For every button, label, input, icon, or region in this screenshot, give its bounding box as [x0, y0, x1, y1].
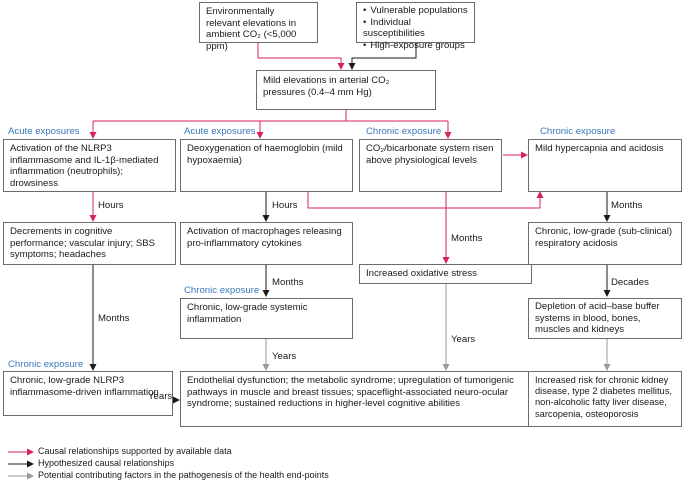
- c2-header2: Chronic exposure: [184, 285, 260, 296]
- c4-box3-text: Depletion of acid–base buffer systems in…: [535, 301, 660, 336]
- c4-box-hypercapnia: Mild hypercapnia and acidosis: [528, 139, 682, 192]
- risk-factors-box: Vulnerable populations Individual suscep…: [356, 2, 475, 51]
- c4-box-buffer-depletion: Depletion of acid–base buffer systems in…: [528, 298, 682, 339]
- c4-time-decades: Decades: [611, 277, 649, 288]
- c2-box3-text: Chronic, low-grade systemic inflammation: [187, 302, 308, 325]
- c2-time-hours: Hours: [272, 200, 298, 211]
- legend-black-label: Hypothesized causal relationships: [38, 458, 175, 468]
- c3-time-months: Months: [451, 233, 483, 244]
- c1-time-years: Years: [148, 391, 173, 402]
- c1-header2: Chronic exposure: [8, 359, 84, 370]
- c4-header: Chronic exposure: [540, 126, 616, 137]
- c1-box2-text: Decrements in cognitive performance; vas…: [10, 226, 156, 261]
- c3-box-oxidative-stress: Increased oxidative stress: [359, 264, 532, 284]
- c3-header: Chronic exposure: [366, 126, 442, 137]
- c1-box-nlrp3: Activation of the NLRP3 inflammasome and…: [3, 139, 176, 192]
- c1-header: Acute exposures: [8, 126, 80, 137]
- c2-box-haemoglobin: Deoxygenation of haemoglobin (mild hypox…: [180, 139, 353, 192]
- c1-time-months: Months: [98, 313, 130, 324]
- c4-time-months: Months: [611, 200, 643, 211]
- c3-time-years: Years: [451, 334, 476, 345]
- c4-box-respiratory-acidosis: Chronic, low-grade (sub-clinical) respir…: [528, 222, 682, 265]
- c2-header: Acute exposures: [184, 126, 256, 137]
- arterial-co2-box: Mild elevations in arterial CO₂ pressure…: [256, 70, 436, 110]
- outcome-chronic-risk-text: Increased risk for chronic kidney diseas…: [535, 375, 672, 419]
- ambient-co2-text: Environmentally relevant elevations in a…: [206, 6, 297, 52]
- c4-box2-text: Chronic, low-grade (sub-clinical) respir…: [535, 226, 673, 249]
- c4-box1-text: Mild hypercapnia and acidosis: [535, 143, 664, 154]
- outcome-chronic-risk-box: Increased risk for chronic kidney diseas…: [528, 371, 682, 427]
- c2-box-macrophages: Activation of macrophages releasing pro-…: [180, 222, 353, 265]
- factor-item: Individual susceptibilities: [363, 17, 468, 40]
- arrow-hypoxaemia-to-hypercapnia: [307, 191, 544, 209]
- c2-time-years: Years: [272, 351, 297, 362]
- arrow-co2-to-arterial: [257, 43, 345, 70]
- factor-item: Vulnerable populations: [363, 5, 468, 17]
- factor-item: High-exposure groups: [363, 40, 468, 52]
- c3-box-bicarbonate: CO₂/bicarbonate system risen above physi…: [359, 139, 502, 192]
- c1-time-hours: Hours: [98, 200, 124, 211]
- c1-box1-text: Activation of the NLRP3 inflammasome and…: [10, 143, 159, 189]
- c1-box-nlrp3-chronic: Chronic, low-grade NLRP3 inflammasome-dr…: [3, 371, 173, 416]
- outcome-endothelial-text: Endothelial dysfunction; the metabolic s…: [187, 375, 514, 410]
- c3-box1-text: CO₂/bicarbonate system risen above physi…: [366, 143, 494, 166]
- c2-box2-text: Activation of macrophages releasing pro-…: [187, 226, 342, 249]
- ambient-co2-box: Environmentally relevant elevations in a…: [199, 2, 318, 52]
- c1-box3-text: Chronic, low-grade NLRP3 inflammasome-dr…: [10, 375, 159, 398]
- c1-box-cognitive: Decrements in cognitive performance; vas…: [3, 222, 176, 265]
- c2-box-systemic-inflammation: Chronic, low-grade systemic inflammation: [180, 298, 353, 339]
- legend-red-label: Causal relationships supported by availa…: [38, 446, 232, 456]
- arterial-co2-text: Mild elevations in arterial CO₂ pressure…: [263, 75, 390, 98]
- c2-box1-text: Deoxygenation of haemoglobin (mild hypox…: [187, 143, 343, 166]
- legend-grey-label: Potential contributing factors in the pa…: [38, 470, 329, 480]
- c2-time-months: Months: [272, 277, 304, 288]
- c3-box2-text: Increased oxidative stress: [366, 268, 477, 279]
- risk-factors-list: Vulnerable populations Individual suscep…: [363, 5, 468, 51]
- outcome-endothelial-box: Endothelial dysfunction; the metabolic s…: [180, 371, 533, 427]
